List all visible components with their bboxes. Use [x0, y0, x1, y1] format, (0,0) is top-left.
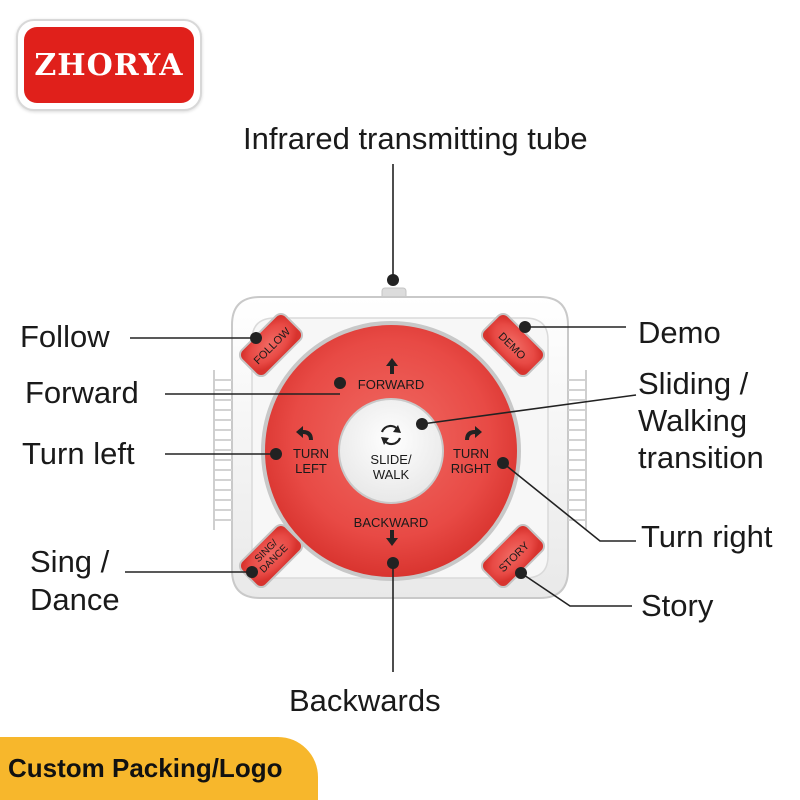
- story-button: [480, 523, 546, 589]
- follow-callout: Follow: [20, 319, 110, 354]
- slide-walk-label-2: WALK: [373, 467, 410, 482]
- story-callout: Story: [641, 588, 714, 623]
- forward-label: FORWARD: [358, 377, 424, 392]
- sliding-callout-2: Walking: [638, 403, 748, 438]
- sliding-callout-3: transition: [638, 440, 764, 475]
- callout-dots: [246, 274, 531, 579]
- backward-label: BACKWARD: [354, 515, 429, 530]
- forward-arrow-icon: [386, 358, 398, 374]
- turn-left-arrow-icon: [296, 426, 313, 440]
- turn-left-callout: Turn left: [22, 436, 135, 471]
- turn-left-label-2: LEFT: [295, 461, 327, 476]
- slide-walk-label-1: SLIDE/: [370, 452, 412, 467]
- sing-dance-callout-1: Sing /: [30, 544, 110, 579]
- sliding-callout-1: Sliding /: [638, 366, 749, 401]
- turn-right-label-2: RIGHT: [451, 461, 492, 476]
- turn-right-label-1: TURN: [453, 446, 489, 461]
- side-grooves: [214, 379, 586, 521]
- custom-packing-banner: Custom Packing/Logo: [0, 737, 318, 800]
- turn-right-arrow-icon: [465, 426, 482, 440]
- turn-right-callout: Turn right: [641, 519, 773, 554]
- backward-arrow-icon: [386, 530, 398, 546]
- turn-left-label-1: TURN: [293, 446, 329, 461]
- leader-lines: [125, 164, 637, 672]
- demo-callout: Demo: [638, 315, 721, 350]
- forward-callout: Forward: [25, 375, 139, 410]
- backwards-callout: Backwards: [289, 683, 441, 718]
- slide-walk-button: [338, 398, 444, 504]
- brand-logo: ZHORYA: [16, 19, 202, 111]
- banner-text: Custom Packing/Logo: [8, 753, 283, 783]
- logo-text: ZHORYA: [34, 47, 184, 83]
- infrared-callout: Infrared transmitting tube: [243, 121, 588, 156]
- sing-dance-callout-2: Dance: [30, 582, 120, 617]
- logo-badge: ZHORYA: [24, 27, 194, 103]
